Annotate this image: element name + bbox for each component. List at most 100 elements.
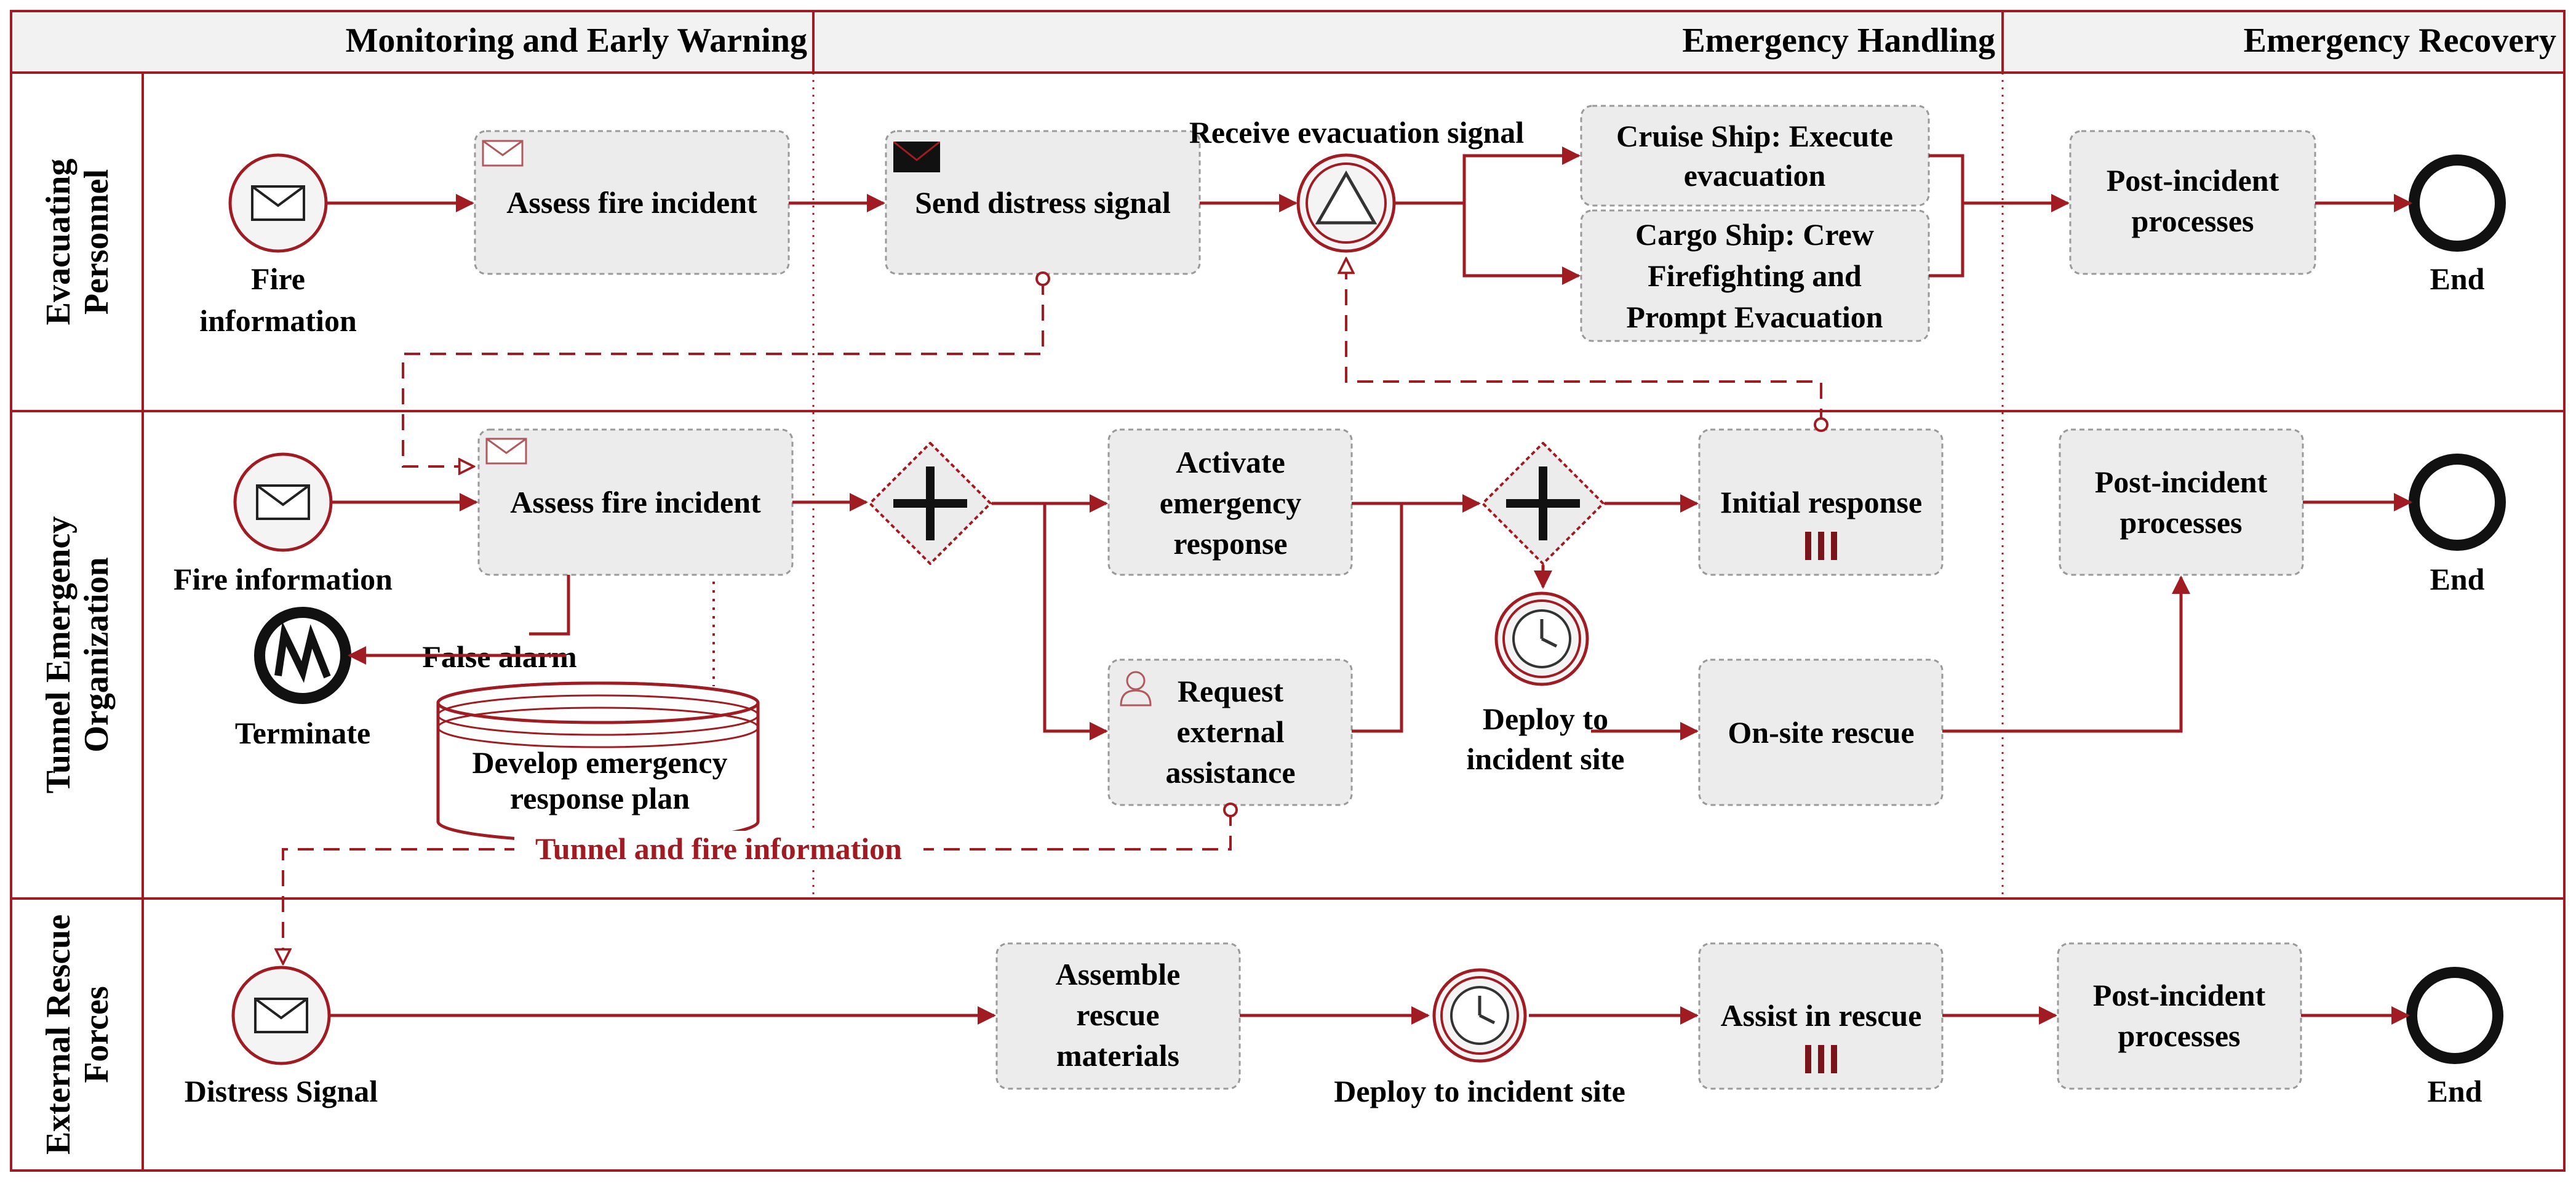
filled-envelope-icon [893,142,940,172]
response-plan-data-store: Develop emergency response plan [436,681,760,843]
svg-text:assistance: assistance [1165,755,1295,790]
svg-text:Organization: Organization [78,557,116,752]
cruise-evacuation-task: Cruise Ship: Execute evacuation [1580,105,1930,207]
svg-text:Post-incident: Post-incident [2107,163,2279,198]
initial-response-task: Initial response [1698,428,1944,576]
evac-send-task: Send distress signal [885,130,1201,275]
external-start-event [231,966,331,1065]
message-flow-origin [1035,271,1050,286]
tunnel-start-label: Fire information [173,562,393,596]
clock-icon [1496,593,1587,684]
envelope-outline-icon [482,140,524,167]
svg-text:Prompt Evacuation: Prompt Evacuation [1626,300,1883,334]
terminate-end-event [254,607,351,704]
tunnel-end-event [2409,454,2506,551]
svg-text:Forces: Forces [78,986,116,1083]
end-circle-icon [2409,454,2506,551]
cargo-firefighting-task: Cargo Ship: Crew Firefighting and Prompt… [1580,209,1930,342]
svg-text:processes: processes [2119,505,2242,540]
evac-start-label: Fire [251,262,305,296]
three-bars-icon [1805,1045,1837,1073]
deploy-label: incident site [1467,742,1625,776]
svg-text:Activate: Activate [1176,445,1285,479]
lane-label-tunnel: Tunnel Emergency Organization [39,516,116,794]
phase-title-handling: Emergency Handling [1682,22,1995,60]
svg-text:Initial response: Initial response [1720,485,1922,519]
svg-text:processes: processes [2131,204,2254,238]
receive-signal-event [1296,153,1396,253]
triangle-signal-icon [1315,170,1378,225]
tunnel-start-event [233,452,333,552]
message-label-bg [514,831,923,865]
svg-text:materials: materials [1056,1038,1179,1073]
deploy-label: Deploy to [1483,702,1608,736]
svg-text:emergency: emergency [1160,486,1301,520]
evac-post-incident-task: Post-incident processes [2069,130,2316,275]
external-end-label: End [2428,1074,2482,1108]
evac-assess-task: Assess fire incident [474,130,790,275]
svg-text:Tunnel Emergency: Tunnel Emergency [39,516,78,794]
svg-text:Cruise Ship: Execute: Cruise Ship: Execute [1616,119,1893,153]
message-flow [283,810,1232,964]
svg-text:Evacuating: Evacuating [39,159,78,326]
assist-rescue-task: Assist in rescue [1698,942,1944,1090]
end-circle-icon [2409,154,2506,252]
svg-text:Assess fire incident: Assess fire incident [506,185,757,220]
clock-icon [1434,970,1525,1061]
end-circle-icon [2406,967,2503,1064]
activate-response-task: Activate emergency response [1107,428,1353,576]
parallel-gateway-icon [869,442,992,565]
svg-text:rescue: rescue [1076,998,1159,1032]
envelope-icon [251,185,305,221]
external-end-event [2406,967,2503,1064]
external-post-incident-task: Post-incident processes [2057,942,2302,1090]
deploy-timer-event [1496,593,1587,684]
flow [1394,146,1581,205]
flow [529,575,570,636]
svg-text:external: external [1177,715,1285,749]
evac-start-label: information [199,303,357,338]
gateway-split-1 [869,442,992,565]
three-bars-icon [1805,532,1837,560]
svg-text:Send distress signal: Send distress signal [915,185,1171,220]
svg-text:External Rescue: External Rescue [39,915,78,1155]
message-flow-origin [1223,803,1238,817]
phase-title-recovery: Emergency Recovery [2244,22,2556,60]
svg-text:response plan: response plan [510,781,690,815]
terminate-label: Terminate [235,716,370,750]
flow [1352,503,1403,733]
svg-text:Firefighting and: Firefighting and [1648,258,1862,293]
envelope-icon [256,484,310,520]
flow [1942,575,2190,733]
evac-start-event [228,153,328,253]
external-deploy-label: Deploy to incident site [1334,1074,1625,1108]
assemble-materials-task: Assemble rescue materials [995,942,1241,1090]
svg-text:Post-incident: Post-incident [2095,465,2268,499]
terminate-icon [274,621,331,683]
tunnel-post-incident-task: Post-incident processes [2059,428,2304,576]
svg-text:Assist in rescue: Assist in rescue [1721,998,1922,1033]
flow [1462,203,1581,285]
svg-text:processes: processes [2118,1019,2240,1053]
envelope-outline-icon [485,438,527,465]
onsite-rescue-task: On-site rescue [1698,659,1944,806]
external-deploy-timer-event [1434,970,1525,1061]
lane-label-external: External Rescue Forces [39,915,116,1155]
receive-signal-label: Receive evacuation signal [1189,115,1524,150]
svg-text:Assess fire incident: Assess fire incident [510,485,761,519]
svg-text:On-site rescue: On-site rescue [1728,715,1914,750]
gateway-split-2 [1481,442,1605,565]
flow [1043,503,1108,740]
user-icon [1120,671,1152,707]
svg-text:Develop emergency: Develop emergency [472,745,727,780]
message-flow [1346,258,1822,425]
svg-text:Personnel: Personnel [78,169,116,314]
flow [1929,154,1964,278]
parallel-gateway-icon [1481,442,1605,565]
envelope-icon [254,998,308,1033]
evac-end-event [2409,154,2506,252]
evac-end-label: End [2430,262,2485,296]
tunnel-end-label: End [2430,562,2485,596]
request-assistance-task: Request external assistance [1107,659,1353,806]
